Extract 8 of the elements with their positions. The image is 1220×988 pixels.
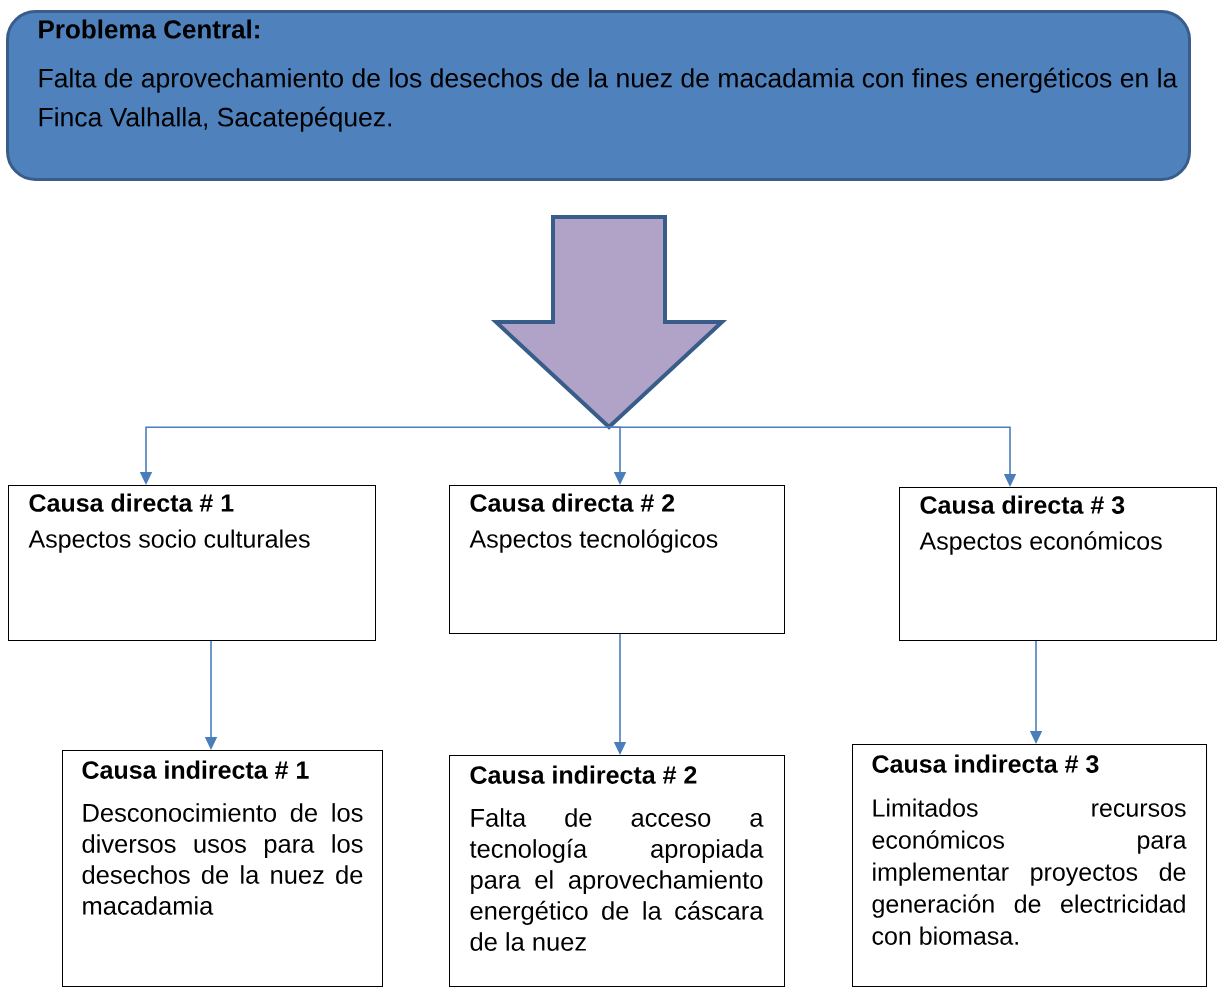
cause-box: Causa indirecta # 1 Desconocimiento de los diversos usos para los desechos de la nuez de macadamia [62,750,383,987]
cause-box: Causa indirecta # 3 Limitados recursos económicos para implementar proyectos de generación de electricidad con biomasa. [852,744,1207,987]
cause-box: Causa indirecta # 2 Falta de acceso a tecnología apropiada para el aprovechamiento energético de la cáscara de la nuez [449,755,785,987]
cause-box: Causa directa # 3 Aspectos económicos [899,487,1217,641]
cause-box: Causa directa # 2 Aspectos tecnológicos [449,485,785,634]
down-arrow-shape [490,215,728,430]
problem-box: Problema Central: Falta de aprovechamiento de los desechos de la nuez de macadamia con fines energéticos en la Finca Valhalla, Sacatepéquez. [6,10,1191,181]
cause-box: Causa directa # 1 Aspectos socio culturales [8,485,376,641]
